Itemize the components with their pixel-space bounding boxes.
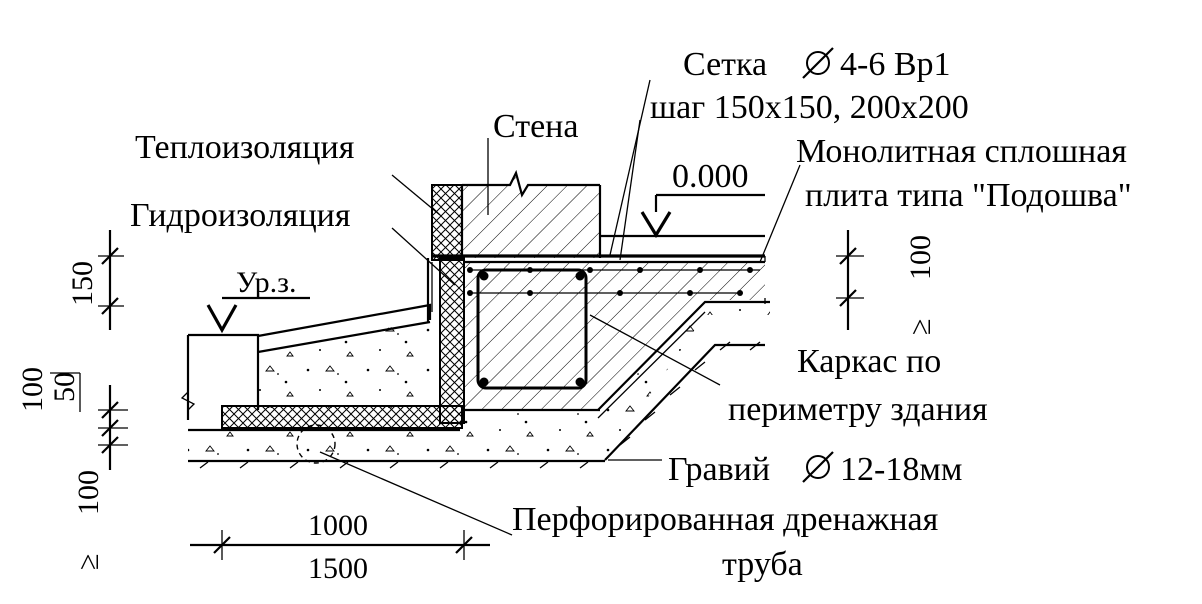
diameter-icon-gravel: [802, 451, 834, 483]
drain-pipe: [296, 424, 336, 464]
wall: [460, 169, 602, 258]
mesh-step-label: шаг 150х150, 200х200: [650, 89, 969, 126]
dim-1500: 1500: [308, 552, 368, 585]
wall-label: Стена: [493, 108, 578, 145]
dimension-lines-right: [836, 230, 864, 330]
dim-100-top: 100: [16, 367, 49, 412]
leader-lines: [319, 79, 801, 536]
gravel-spec: 12-18мм: [840, 451, 962, 488]
pipe-label-1: Перфорированная дренажная: [512, 501, 939, 538]
pipe-label-2: труба: [722, 546, 803, 583]
diameter-icon: [802, 47, 834, 79]
thermal-insulation-label: Теплоизоляция: [135, 129, 355, 166]
earth-ticks: [199, 341, 761, 469]
mesh-spec: 4-6 Вр1: [840, 46, 951, 83]
gravel-base: [188, 300, 770, 463]
waterproofing-label: Гидроизоляция: [130, 197, 351, 234]
mesh-label: Сетка: [683, 46, 767, 83]
ge-symbol-left: ≥: [72, 554, 105, 570]
dim-150: 150: [66, 261, 99, 306]
level-zero-label: 0.000: [672, 158, 749, 195]
ge-symbol-right: ≥: [904, 319, 937, 335]
slab: [432, 234, 766, 412]
dimension-lines-left: [50, 230, 128, 470]
dim-100-bottom: 100: [72, 470, 105, 515]
ground-level-label: Ур.з.: [236, 266, 296, 299]
gravel-label: Гравий: [668, 451, 770, 488]
slab-label-2: плита типа "Подошва": [805, 177, 1132, 214]
perimeter-cage: [476, 268, 588, 390]
dim-1000: 1000: [308, 509, 368, 542]
level-triangle-icon: [206, 193, 765, 334]
dim-50: 50: [48, 372, 81, 402]
dim-100-right: 100: [904, 235, 937, 280]
slab-label-1: Монолитная сплошная: [796, 133, 1127, 170]
cage-label-2: периметру здания: [728, 391, 988, 428]
cage-label-1: Каркас по: [797, 343, 941, 380]
insulation-bottom-strip: [221, 405, 463, 429]
dimension-lines-bottom: [190, 530, 490, 560]
backfill-block: [180, 303, 442, 420]
